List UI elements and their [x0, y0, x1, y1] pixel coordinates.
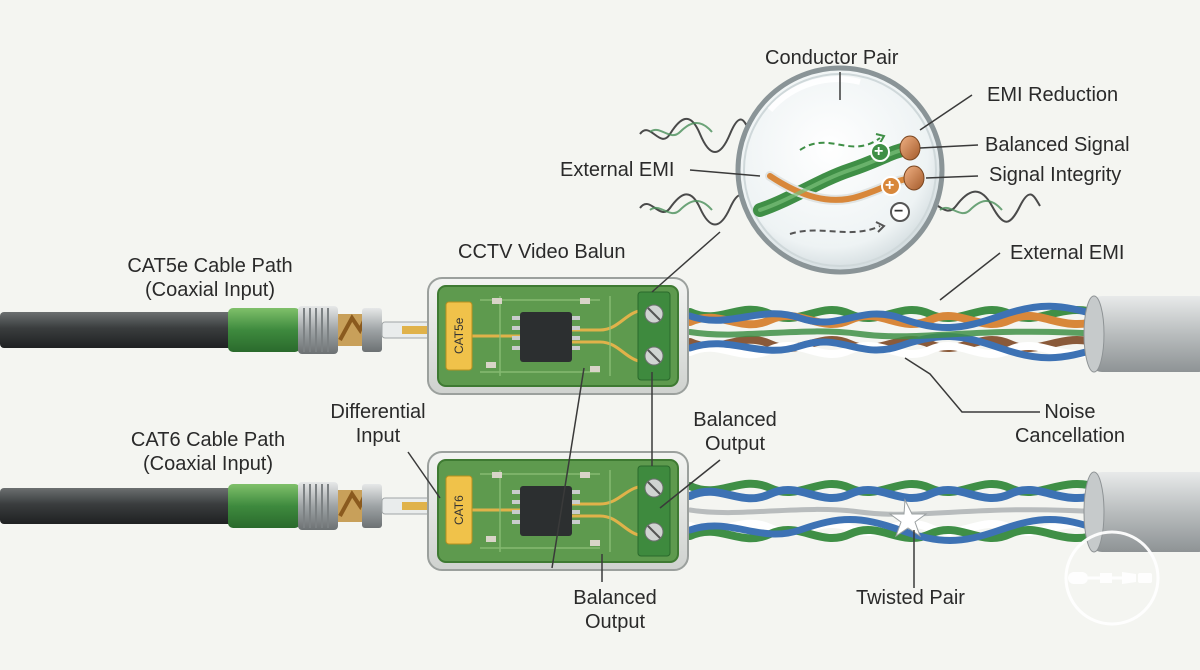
label-balanced-signal: Balanced Signal	[985, 134, 1130, 156]
label-cat5e-cable-path: CAT5e Cable Path (Coaxial Input)	[110, 254, 310, 302]
label-balanced-output-mid-line2: Output	[704, 433, 766, 455]
label-balanced-output-bottom: Balanced Output	[550, 586, 680, 634]
label-differential-line2: Input	[355, 425, 401, 447]
label-cat6-line1: CAT6 Cable Path	[130, 429, 286, 451]
label-balanced-output-mid: Balanced Output	[670, 408, 800, 456]
label-balanced-output-mid-line1: Balanced	[693, 409, 777, 431]
label-noise-cancellation: Noise Cancellation	[1000, 400, 1140, 448]
top-balun	[427, 277, 689, 395]
leader-lines	[407, 72, 1040, 588]
label-external-emi-left: External EMI	[560, 159, 675, 181]
magnifier-inset	[639, 65, 1041, 275]
top-cable-jacket	[1083, 295, 1200, 373]
label-conductor-pair: Conductor Pair	[765, 47, 899, 69]
plus-symbol-green: +	[874, 143, 884, 160]
label-cat6-cable-path: CAT6 Cable Path (Coaxial Input)	[108, 428, 308, 476]
label-cat5e-line2: (Coaxial Input)	[144, 279, 276, 301]
label-emi-reduction: EMI Reduction	[987, 84, 1119, 106]
top-twisted-pairs	[686, 302, 1104, 362]
label-balanced-output-bottom-line1: Balanced	[573, 587, 657, 609]
label-cat6-line2: (Coaxial Input)	[142, 453, 274, 475]
label-noise-line2: Cancellation	[1014, 425, 1126, 447]
label-twisted-pair: Twisted Pair	[856, 587, 965, 609]
label-cat5e-line1: CAT5e Cable Path	[127, 255, 293, 277]
bottom-cable-jacket	[1083, 471, 1200, 553]
bottom-coax-cable	[0, 482, 433, 530]
label-cctv-video-balun: CCTV Video Balun	[458, 241, 626, 263]
label-balanced-output-bottom-line2: Output	[584, 611, 646, 633]
plus-symbol-orange: +	[885, 177, 895, 194]
bottom-twisted-pairs	[686, 479, 1104, 544]
top-balun-tag: CAT5e	[452, 317, 466, 355]
top-coax-cable	[0, 306, 433, 354]
label-noise-line1: Noise	[1044, 401, 1096, 423]
bottom-balun	[427, 451, 689, 571]
minus-symbol: −	[894, 203, 904, 220]
label-differential-input: Differential Input	[308, 400, 448, 448]
label-differential-line1: Differential	[330, 401, 426, 423]
label-external-emi-right: External EMI	[1010, 242, 1125, 264]
label-signal-integrity: Signal Integrity	[989, 164, 1122, 186]
watermark-badge-icon	[1064, 530, 1160, 626]
bottom-balun-tag: CAT6	[452, 495, 466, 525]
